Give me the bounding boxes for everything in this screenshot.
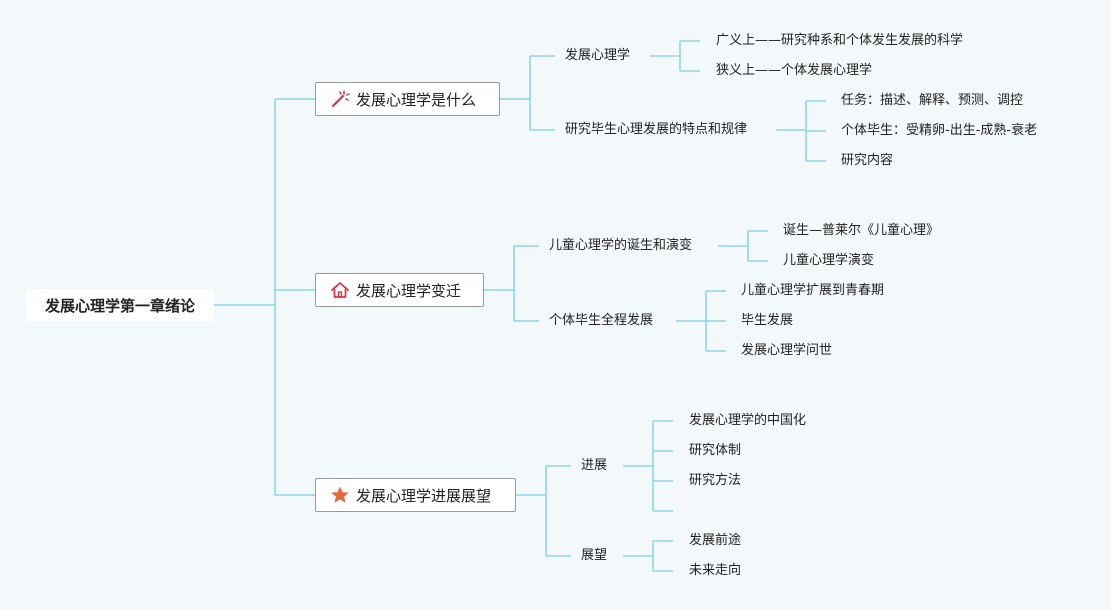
sub-node[interactable]: 展望 (581, 548, 608, 563)
branch-what-is[interactable]: 发展心理学是什么 (315, 82, 500, 116)
branch-label: 发展心理学是什么 (356, 90, 477, 109)
leaf-node[interactable]: 发展心理学问世 (741, 343, 833, 358)
leaf-node[interactable]: 诞生—普莱尔《儿童心理》 (783, 223, 940, 238)
leaf-node[interactable]: 未来走向 (689, 563, 742, 578)
leaf-node[interactable]: 狭义上——个体发展心理学 (716, 63, 873, 78)
leaf-node[interactable]: 发展前途 (689, 533, 742, 548)
sub-node[interactable]: 研究毕生心理发展的特点和规律 (565, 122, 748, 137)
leaf-node[interactable]: 研究内容 (841, 153, 894, 168)
leaf-node[interactable]: 研究体制 (689, 443, 742, 458)
branch-progress[interactable]: 发展心理学进展展望 (315, 478, 516, 512)
branch-label: 发展心理学进展展望 (356, 486, 492, 505)
sub-node[interactable]: 发展心理学 (565, 48, 631, 63)
root-node[interactable]: 发展心理学第一章绪论 (26, 289, 214, 321)
magic-wand-icon (330, 89, 350, 109)
sub-node[interactable]: 进展 (581, 458, 608, 473)
star-icon (330, 485, 350, 505)
branch-label: 发展心理学变迁 (356, 281, 462, 300)
leaf-node[interactable]: 儿童心理学演变 (783, 253, 875, 268)
leaf-node[interactable]: 个体毕生：受精卵-出生-成熟-衰老 (841, 123, 1038, 138)
branch-history[interactable]: 发展心理学变迁 (315, 273, 484, 307)
leaf-node[interactable]: 发展心理学的中国化 (689, 413, 807, 428)
leaf-node[interactable]: 任务：描述、解释、预测、调控 (841, 93, 1024, 108)
leaf-node[interactable]: 毕生发展 (741, 313, 794, 328)
sub-node[interactable]: 个体毕生全程发展 (549, 313, 654, 328)
leaf-node[interactable]: 研究方法 (689, 473, 742, 488)
sub-node[interactable]: 儿童心理学的诞生和演变 (549, 238, 693, 253)
leaf-node[interactable]: 儿童心理学扩展到青春期 (741, 283, 885, 298)
house-icon (330, 280, 350, 300)
leaf-node[interactable]: 广义上——研究种系和个体发生发展的科学 (716, 33, 964, 48)
